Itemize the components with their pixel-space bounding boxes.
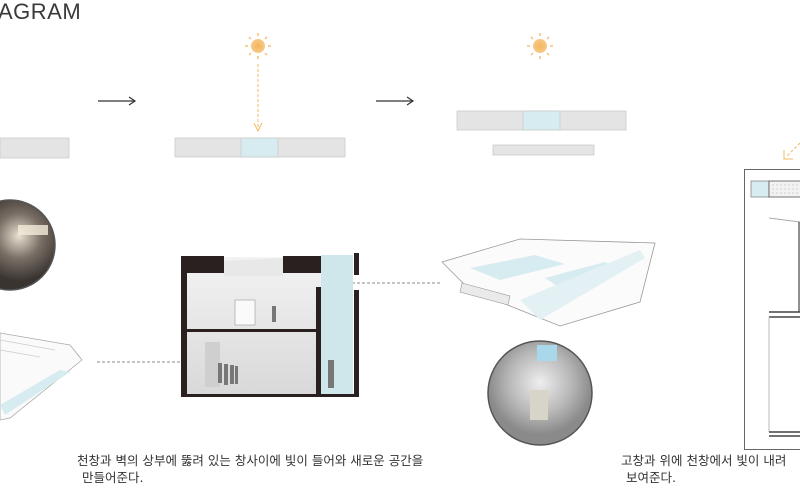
lightwell-photo-circle [487,340,593,446]
caption-line: 만들어준다. [82,470,144,485]
caption-middle: 천창과 벽의 상부에 뚫려 있는 창사이에 빛이 들어와 새로운 공간을 만들어… [77,452,423,486]
caption-line: 고창과 위에 천창에서 빛이 내려 [621,453,787,468]
isometric-roof-model [441,238,656,327]
roof-slab [0,137,70,159]
section-drawing-frame [744,169,800,450]
arrow-right-icon [376,96,415,106]
light-ray-arrow-icon [253,64,263,133]
building-section [181,253,359,397]
isometric-model [0,332,83,421]
caption-line: 천창과 벽의 상부에 뚫려 있는 창사이에 빛이 들어와 새로운 공간을 [77,453,424,468]
light-ray-arrow-icon [783,142,800,160]
sun-icon [245,33,271,59]
arrow-right-icon [98,96,137,106]
roof-slab-with-skylight [174,137,346,158]
sun-icon [527,33,553,59]
diagram-title: AGRAM [0,0,82,24]
interior-photo-circle [0,199,56,291]
caption-line: 보여준다. [626,470,676,485]
caption-right: 고창과 위에 천창에서 빛이 내려 보여준다. [621,452,786,486]
roof-slab-with-skylight [456,110,627,156]
